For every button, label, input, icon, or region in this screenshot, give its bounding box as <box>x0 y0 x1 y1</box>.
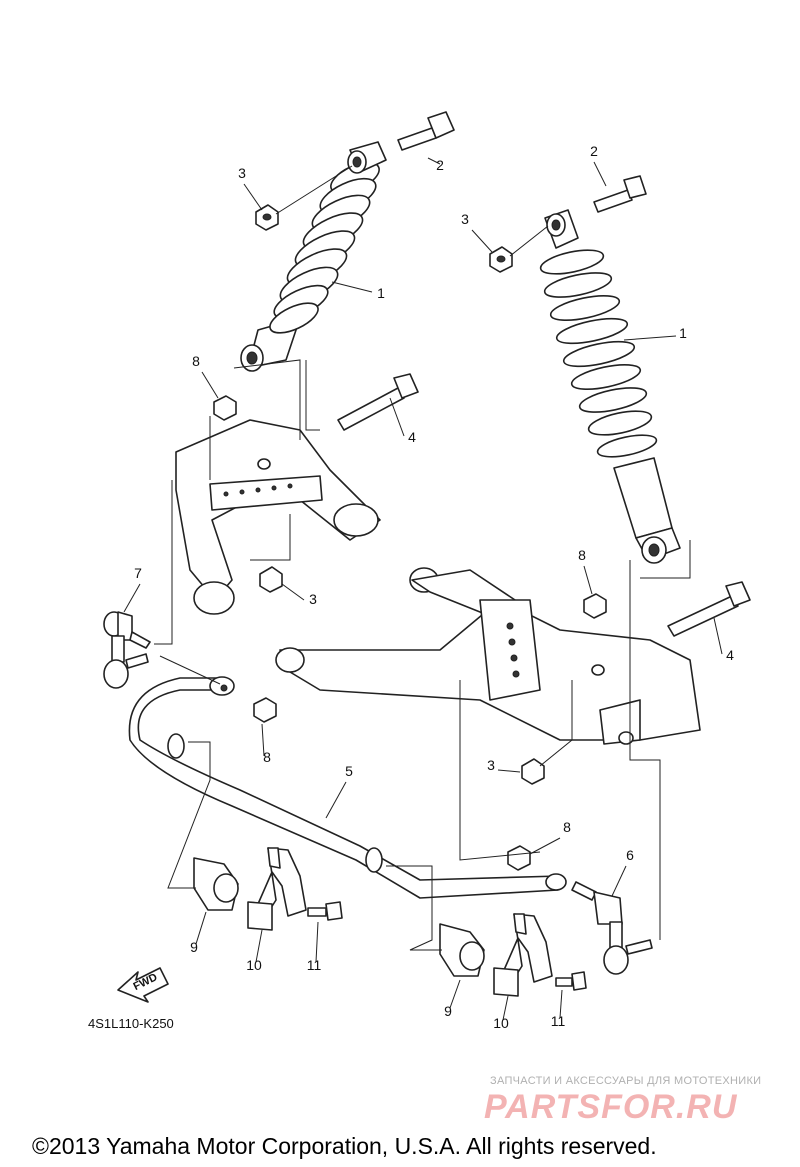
callout-label: 8 <box>578 547 586 563</box>
callout-label: 10 <box>493 1015 509 1031</box>
shock-bolt-right <box>593 175 647 213</box>
nut-8-right <box>583 593 607 619</box>
callout-label: 10 <box>246 957 262 973</box>
long-bolt-lower <box>667 581 751 637</box>
shock-bolt-left <box>397 111 455 151</box>
stabilizer-link-7 <box>103 611 151 689</box>
callout-label: 2 <box>590 143 598 159</box>
callout-label: 8 <box>563 819 571 835</box>
left-shock-spring <box>269 161 380 334</box>
callout-label: 11 <box>551 1013 566 1029</box>
callout-label: 8 <box>192 353 200 369</box>
nut-top-left <box>255 204 279 231</box>
copyright-text: ©2013 Yamaha Motor Corporation, U.S.A. A… <box>32 1133 657 1159</box>
leader-lines <box>123 157 723 1021</box>
left-shock-absorber <box>240 141 387 372</box>
long-bolt-upper <box>337 373 419 431</box>
right-shock-spring <box>539 249 658 458</box>
diagram-code: 4S1L110-K250 <box>88 1016 174 1031</box>
callout-label: 4 <box>726 647 734 663</box>
callout-label: 1 <box>679 325 687 341</box>
nut-8-mid-left <box>253 697 277 723</box>
callout-label: 3 <box>487 757 495 773</box>
callout-label: 11 <box>307 957 322 973</box>
callout-label: 2 <box>436 157 444 173</box>
nut-mid-right <box>521 758 545 785</box>
nut-8-lower <box>507 845 531 871</box>
watermark-tagline: ЗАПЧАСТИ И АКСЕССУАРЫ ДЛЯ МОТОТЕХНИКИ <box>490 1075 761 1087</box>
callout-label: 5 <box>345 763 353 779</box>
callout-label: 7 <box>134 565 142 581</box>
bolt-11-left <box>307 901 343 921</box>
nut-8-upper-left <box>213 395 237 421</box>
upper-a-arm <box>175 419 381 615</box>
nut-mid-left <box>259 566 283 593</box>
clamp-left <box>247 847 307 931</box>
lower-a-arm <box>275 567 701 745</box>
callout-label: 3 <box>461 211 469 227</box>
clamp-right <box>493 913 553 997</box>
callout-label: 8 <box>263 749 271 765</box>
callout-label: 3 <box>309 591 317 607</box>
callout-label: 6 <box>626 847 634 863</box>
bushing-right <box>439 923 485 977</box>
callout-label: 3 <box>238 165 246 181</box>
bushing-left <box>193 857 239 911</box>
stabilizer-bar <box>128 676 567 899</box>
stabilizer-link-6 <box>571 881 653 975</box>
callout-label: 1 <box>377 285 385 301</box>
right-shock-absorber <box>539 209 681 564</box>
callout-label: 4 <box>408 429 416 445</box>
callout-label: 9 <box>190 939 198 955</box>
fwd-arrow-icon: FWD <box>117 967 169 1003</box>
watermark-logo: PARTSFOR.RU <box>484 1088 738 1126</box>
nut-top-right <box>489 246 513 273</box>
bolt-11-right <box>555 971 587 991</box>
callout-label: 9 <box>444 1003 452 1019</box>
